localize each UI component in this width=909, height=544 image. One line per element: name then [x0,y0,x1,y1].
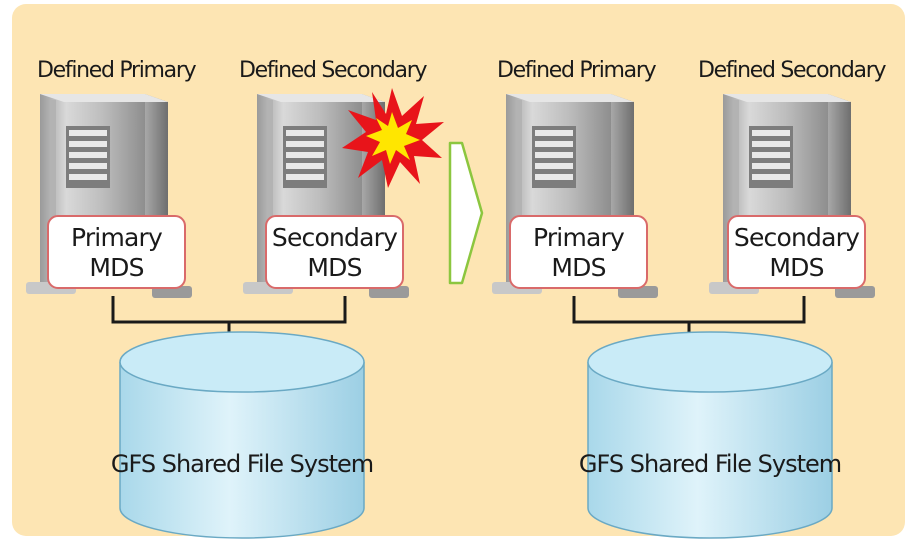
left-scenario: Defined Primary Defined Secondary Primar… [26,58,444,539]
right-primary-mds-line2: MDS [551,253,605,282]
failure-burst-icon [342,88,444,188]
left-secondary-mds-line2: MDS [307,253,361,282]
right-secondary-header: Defined Secondary [698,58,886,83]
left-secondary-mds-line1: Secondary [272,223,398,252]
right-disk-icon [587,331,833,539]
right-secondary-mds-line2: MDS [769,253,823,282]
right-disk-label: GFS Shared File System [579,450,841,478]
failover-arrow-icon [448,141,484,285]
right-secondary-mds-line1: Secondary [734,223,860,252]
left-primary-mds-line1: Primary [71,223,163,252]
right-primary-mds-line1: Primary [533,223,625,252]
right-secondary-mds-box [727,215,866,289]
right-primary-mds-box [509,215,648,289]
left-secondary-mds-box [265,215,404,289]
left-disk-label: GFS Shared File System [111,450,373,478]
right-scenario: Defined Primary Defined Secondary Primar… [492,58,888,539]
right-primary-header: Defined Primary [497,58,657,83]
left-disk-icon [119,331,365,539]
left-secondary-header: Defined Secondary [239,58,427,83]
left-primary-mds-box [47,215,186,289]
left-primary-mds-line2: MDS [89,253,143,282]
left-primary-header: Defined Primary [37,58,197,83]
